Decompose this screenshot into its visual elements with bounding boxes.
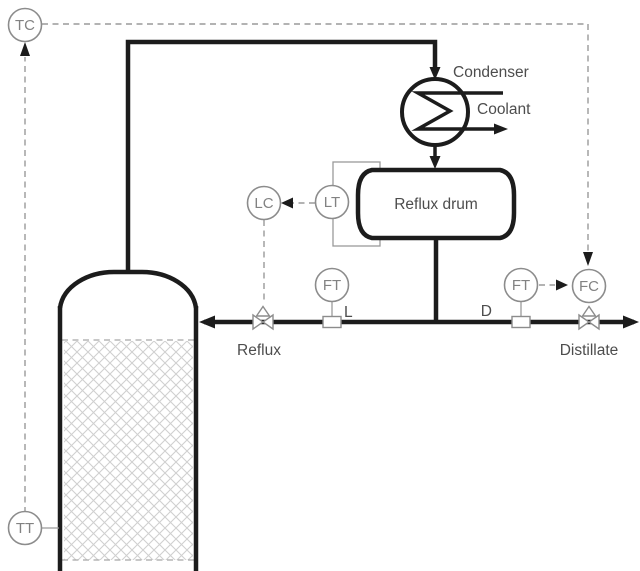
tc-bubble — [7, 7, 43, 43]
lc-tag: LC — [254, 195, 273, 212]
reflux-drum: Reflux drum — [355, 167, 517, 241]
distillate-flow-tag-label: D — [481, 303, 492, 320]
condenser-label: Condenser — [453, 64, 529, 81]
reflux-valve-body-right — [261, 313, 274, 331]
distillation-column — [57, 269, 199, 571]
labels: Condenser Coolant L D Reflux Distillate — [237, 64, 618, 359]
liquid-lines — [199, 236, 639, 329]
arrowhead-into-drum — [429, 156, 441, 169]
flow-orifice-distillate — [511, 302, 531, 329]
tc-tag: TC — [15, 17, 35, 34]
instrument-ft-distillate: FT — [503, 267, 539, 303]
orifice-plate-distillate — [511, 315, 531, 329]
reflux-valve-actuator — [255, 305, 271, 317]
reflux-control-valve — [252, 305, 274, 331]
fc-tag: FC — [579, 278, 599, 295]
ft-reflux-bubble — [314, 267, 350, 303]
ft-distillate-tag: FT — [512, 277, 530, 294]
condenser — [400, 77, 508, 169]
orifice-plate-reflux — [322, 315, 342, 329]
signal-tc-to-fc — [42, 23, 589, 251]
arrowhead-reflux-into-column — [199, 315, 215, 329]
ft-reflux-tag: FT — [323, 277, 341, 294]
distillate-stream-label: Distillate — [560, 342, 619, 359]
instrument-lc: LC — [246, 185, 282, 221]
overhead-pipe — [125, 39, 438, 274]
arrowhead-into-condenser — [429, 67, 441, 80]
lt-bubble — [314, 184, 350, 220]
coolant-label: Coolant — [477, 101, 531, 118]
instrument-tt: TT — [7, 510, 59, 546]
lt-tag: LT — [324, 194, 340, 211]
ft-distillate-bubble — [503, 267, 539, 303]
arrowhead-ft-to-fc — [556, 279, 568, 291]
signal-lines — [20, 23, 593, 513]
reflux-valve-body-left — [252, 313, 265, 331]
distillate-valve-body-right — [587, 313, 600, 331]
arrowhead-into-fc — [583, 252, 593, 266]
arrowhead-coolant-out — [494, 123, 508, 135]
tt-tag: TT — [16, 520, 34, 537]
lc-bubble — [246, 185, 282, 221]
reflux-drum-label: Reflux drum — [394, 196, 478, 213]
flow-orifice-reflux — [322, 302, 342, 329]
fc-bubble — [571, 268, 607, 304]
instrument-ft-reflux: FT — [314, 267, 350, 303]
arrowhead-distillate-out — [623, 315, 639, 329]
reflux-stream-label: Reflux — [237, 342, 281, 359]
overhead-vapour-line — [125, 39, 441, 274]
distillate-valve-actuator — [581, 305, 597, 317]
column-packing-hatch — [64, 341, 193, 560]
arrowhead-into-tc — [20, 42, 30, 56]
condenser-coil — [411, 91, 503, 131]
instrument-tc: TC — [7, 7, 43, 43]
distillate-valve-body-left — [578, 313, 591, 331]
condenser-shell — [400, 77, 470, 147]
column-dome — [57, 269, 199, 309]
instruments: TC TT LC LT FT FT FC — [7, 7, 607, 546]
reflux-drum-shell — [355, 167, 517, 241]
arrowhead-into-lc — [281, 197, 293, 209]
instrument-fc: FC — [571, 268, 607, 304]
tt-bubble — [7, 510, 43, 546]
reflux-flow-tag-label: L — [344, 304, 353, 321]
instrument-lt: LT — [314, 184, 350, 220]
distillate-control-valve — [578, 305, 600, 331]
